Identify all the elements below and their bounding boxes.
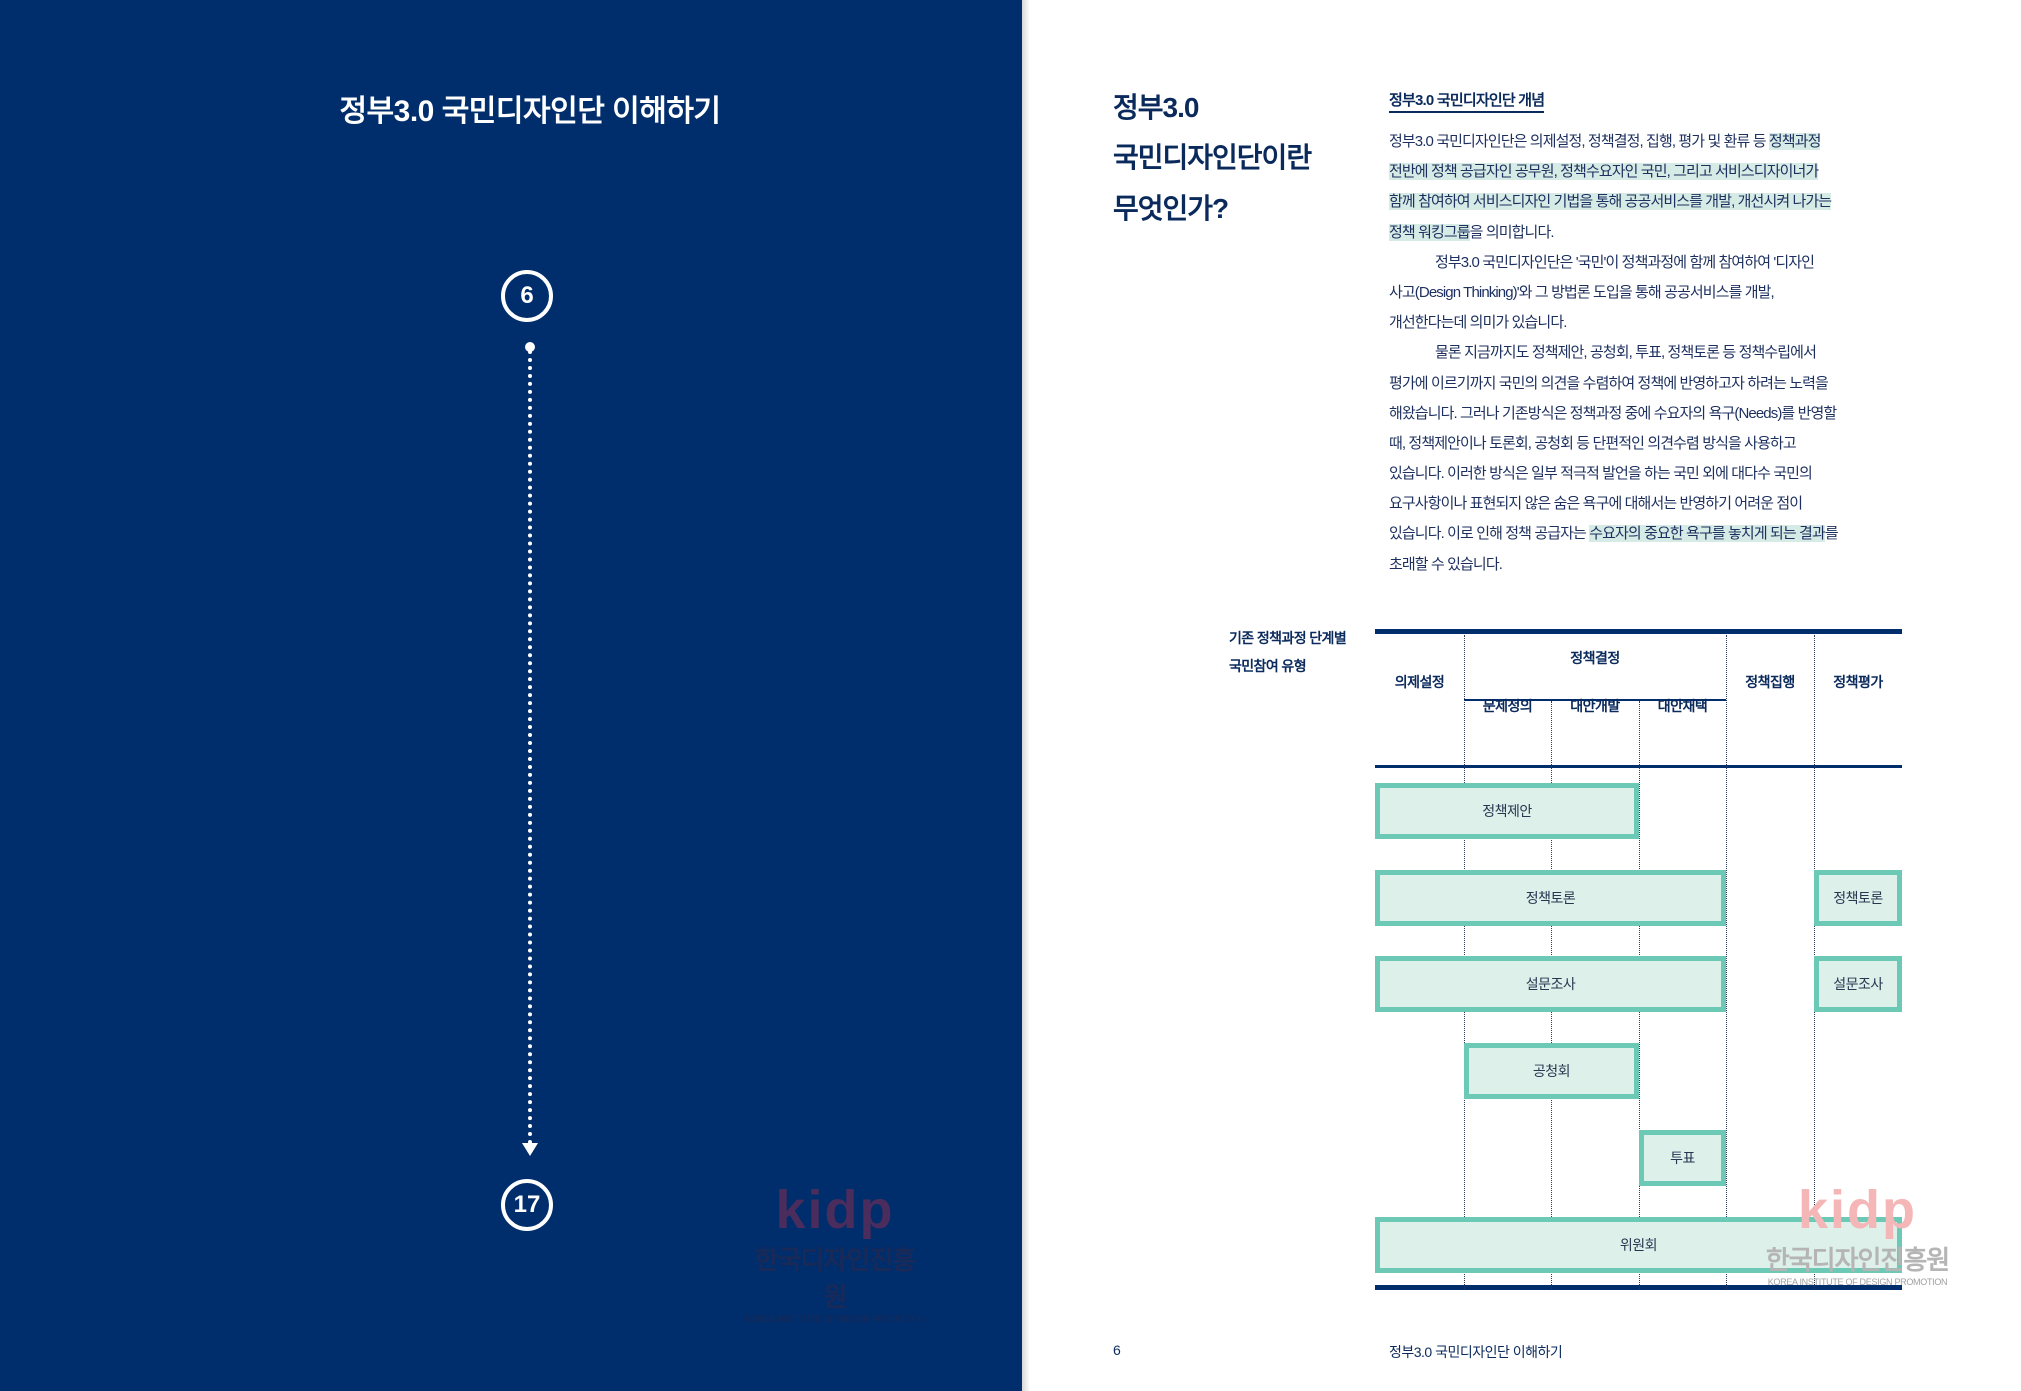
body-line: 해왔습니다. 그러나 기존방식은 정책과정 중에 수요자의 욕구(Needs)를… — [1389, 399, 1929, 429]
figure-caption-line2: 국민참여 유형 — [1229, 658, 1307, 674]
body-text-segment: 요구사항이나 표현되지 않은 숨은 욕구에 대해서는 반영하기 어려운 점이 — [1389, 495, 1803, 513]
header-evaluate: 정책평가 — [1833, 674, 1883, 690]
body-text-segment: 를 — [1824, 525, 1839, 543]
header-decision: 정책결정 — [1570, 650, 1620, 666]
logo-mark: kidp — [1797, 1180, 1917, 1240]
body-line: 때, 정책제안이나 토론회, 공청회 등 단편적인 의견수렴 방식을 사용하고 — [1389, 429, 1929, 459]
logo-english: KOREA INSTITUTE OF DESIGN PROMOTION — [1767, 1277, 1948, 1287]
participation-bar: 설문조사 — [1814, 956, 1902, 1012]
body-text-segment: 정부3.0 국민디자인단은 의제설정, 정책결정, 집행, 평가 및 환류 등 — [1389, 133, 1769, 150]
body-line: 정부3.0 국민디자인단은 의제설정, 정책결정, 집행, 평가 및 환류 등 … — [1389, 127, 1929, 157]
start-page-circle: 6 — [501, 270, 553, 322]
section-heading-line3: 무엇인가? — [1113, 193, 1229, 224]
header-divider — [1464, 699, 1726, 701]
table-bottom-rule — [1375, 1285, 1902, 1290]
body-line: 초래할 수 있습니다. — [1389, 550, 1929, 580]
body-text-segment: 물론 지금까지도 정책제안, 공청회, 투표, 정책토론 등 정책수립에서 — [1435, 344, 1817, 362]
kidp-logo: kidp 한국디자인진흥원 KOREA INSTITUTE OF DESIGN … — [1765, 1180, 1950, 1287]
participation-bar: 위원회 — [1375, 1217, 1902, 1273]
highlighted-text: 정책 워킹그룹 — [1389, 223, 1471, 241]
body-line: 요구사항이나 표현되지 않은 숨은 욕구에 대해서는 반영하기 어려운 점이 — [1389, 489, 1929, 519]
section-heading-line2: 국민디자인단이란 — [1113, 142, 1312, 173]
body-line: 전반에 정책 공급자인 공무원, 정책수요자인 국민, 그리고 서비스디자이너가 — [1389, 157, 1929, 187]
participation-bar: 정책토론 — [1814, 870, 1902, 926]
body-text-segment: 있습니다. 이로 인해 정책 공급자는 — [1389, 525, 1590, 543]
body-line: 정부3.0 국민디자인단은 '국민'이 정책과정에 함께 참여하여 '디자인 — [1389, 248, 1929, 278]
participation-bar: 투표 — [1639, 1130, 1726, 1186]
body-text-segment: 있습니다. 이러한 방식은 일부 적극적 발언을 하는 국민 외에 대다수 국민… — [1389, 465, 1813, 483]
body-text: 정부3.0 국민디자인단은 의제설정, 정책결정, 집행, 평가 및 환류 등 … — [1389, 127, 1929, 580]
timeline-start-dot — [525, 342, 535, 352]
body-text-segment: 을 의미합니다. — [1469, 223, 1555, 241]
page-gutter-shadow — [1022, 0, 1030, 1391]
subheading: 정부3.0 국민디자인단 개념 — [1389, 89, 1545, 113]
left-page-title: 정부3.0 국민디자인단 이해하기 — [339, 95, 721, 128]
logo-mark: kidp — [775, 1180, 895, 1240]
body-line: 개선한다는데 의미가 있습니다. — [1389, 308, 1929, 338]
header-agenda: 의제설정 — [1394, 674, 1445, 690]
section-heading-line1: 정부3.0 — [1113, 92, 1199, 123]
logo-korean: 한국디자인진흥원 — [754, 1245, 916, 1312]
highlighted-text: 함께 참여하여 서비스디자인 기법을 통해 공공서비스를 개발, 개선시켜 나가… — [1389, 193, 1832, 211]
left-page: 정부3.0 국민디자인단 이해하기 6 17 kidp 한국디자인진흥원 KOR… — [0, 0, 1022, 1391]
body-line: 정책 워킹그룹을 의미합니다. — [1389, 218, 1929, 248]
body-text-segment: 정부3.0 국민디자인단은 '국민'이 정책과정에 함께 참여하여 '디자인 — [1435, 253, 1815, 271]
header-develop: 대안개발 — [1570, 698, 1620, 714]
header-implement: 정책집행 — [1745, 674, 1795, 690]
timeline-dotted-line — [528, 350, 532, 1145]
participation-bar: 정책토론 — [1375, 870, 1726, 926]
kidp-logo: kidp 한국디자인진흥원 KOREA INSTITUTE OF DESIGN … — [745, 1180, 925, 1324]
body-line: 함께 참여하여 서비스디자인 기법을 통해 공공서비스를 개발, 개선시켜 나가… — [1389, 187, 1929, 217]
body-text-segment: 때, 정책제안이나 토론회, 공청회 등 단편적인 의견수렴 방식을 사용하고 — [1389, 434, 1797, 452]
participation-bar: 공청회 — [1464, 1043, 1639, 1099]
column-divider — [1726, 635, 1727, 1289]
header-bottom-rule — [1375, 765, 1902, 768]
participation-bar: 설문조사 — [1375, 956, 1726, 1012]
figure-caption-line1: 기존 정책과정 단계별 — [1229, 630, 1347, 646]
highlighted-text: 전반에 정책 공급자인 공무원, 정책수요자인 국민, 그리고 서비스디자이너가 — [1389, 163, 1819, 181]
footer-title: 정부3.0 국민디자인단 이해하기 — [1389, 1344, 1563, 1360]
header-problem: 문제정의 — [1482, 698, 1533, 714]
body-line: 있습니다. 이로 인해 정책 공급자는 수요자의 중요한 욕구를 놓치게 되는 … — [1389, 519, 1929, 549]
highlighted-text: 수요자의 중요한 욕구를 놓치게 되는 결과 — [1589, 525, 1826, 543]
body-text-segment: 개선한다는데 의미가 있습니다. — [1389, 314, 1567, 332]
participation-bar: 정책제안 — [1375, 783, 1639, 839]
body-line: 사고(Design Thinking)'와 그 방법론 도입을 통해 공공서비스… — [1389, 278, 1929, 308]
body-line: 있습니다. 이러한 방식은 일부 적극적 발언을 하는 국민 외에 대다수 국민… — [1389, 459, 1929, 489]
body-line: 평가에 이르기까지 국민의 의견을 수렴하여 정책에 반영하고자 하려는 노력을 — [1389, 369, 1929, 399]
end-page-circle: 17 — [501, 1179, 553, 1231]
logo-korean: 한국디자인진흥원 — [1765, 1245, 1950, 1275]
header-adopt: 대안채택 — [1657, 698, 1708, 714]
body-text-segment: 초래할 수 있습니다. — [1389, 555, 1503, 573]
arrow-down-icon — [522, 1143, 538, 1156]
body-line: 물론 지금까지도 정책제안, 공청회, 투표, 정책토론 등 정책수립에서 — [1389, 338, 1929, 368]
body-text-segment: 평가에 이르기까지 국민의 의견을 수렴하여 정책에 반영하고자 하려는 노력을 — [1389, 374, 1829, 392]
page-number: 6 — [1113, 1342, 1121, 1358]
table-top-rule — [1375, 629, 1902, 634]
highlighted-text: 정책과정 — [1768, 133, 1821, 150]
body-text-segment: 해왔습니다. 그러나 기존방식은 정책과정 중에 수요자의 욕구(Needs)를… — [1389, 404, 1837, 422]
body-text-segment: 사고(Design Thinking)'와 그 방법론 도입을 통해 공공서비스… — [1389, 283, 1775, 301]
logo-english: KOREA INSTITUTE OF DESIGN PROMOTION — [745, 1314, 925, 1324]
